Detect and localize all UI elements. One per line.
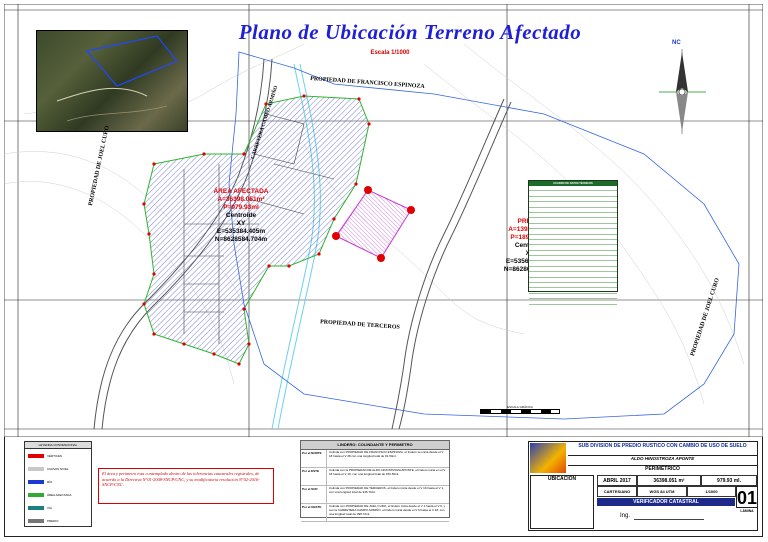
legend-swatch — [28, 518, 44, 523]
tb-verifier: VERIFICADOR CATASTRAL — [597, 498, 735, 506]
lindero-row: Por el OESTE Colinda con PROPIEDAD DE JO… — [301, 504, 449, 522]
area-value: A=36398.051m² — [217, 196, 265, 203]
lindero-title: LINDERO: COLINDANTE Y PERIMETRO — [301, 441, 449, 450]
lindero-desc: Colinda con PROPIEDAD DE FRANCISCO ESPIN… — [329, 450, 444, 458]
lindero-row: Por el ESTE Colinda con la PROPIEDAD DE … — [301, 468, 449, 486]
tb-area: 36398.051 m² — [637, 475, 701, 486]
satellite-overlay — [56, 35, 178, 122]
graphic-scale-label: ESCALA GRÁFICA — [507, 405, 533, 409]
north-label: NC — [672, 40, 681, 46]
legend-rows: VÉRTICES CURVAS NIVEL RÍO ÁREA AFECTADA VÍA P… — [25, 449, 91, 527]
area-vertex-markers — [142, 94, 371, 366]
title-block-owner: ALDO HINOSTROZA APONTE — [630, 456, 695, 461]
signature-line — [634, 519, 704, 520]
lindero-side: Por el ESTE — [301, 468, 327, 485]
tb-scale: 1/1000 — [687, 486, 736, 497]
coord-tick: · — [40, 2, 41, 6]
tolerance-note: El área y perímetro esta contemplado den… — [98, 468, 274, 504]
map-canvas — [4, 4, 763, 437]
graphic-scale-bar — [480, 409, 560, 414]
area-xy: XY — [236, 220, 246, 227]
legend-label: RÍO — [47, 479, 53, 484]
tb-system: CARTESIANO — [597, 486, 637, 497]
coordinates-table: CUADRO DE DATOS TÉCNICOS — [528, 180, 618, 305]
tb-datum: WGS 84 UTM — [637, 486, 687, 497]
legend-swatch — [28, 466, 44, 471]
map-title: Plano de Ubicación Terreno Afectado — [238, 20, 582, 44]
legend-item: RÍO — [25, 475, 91, 488]
road-right — [391, 98, 505, 430]
legend-label: ÁREA AFECTADA — [47, 492, 72, 497]
legend-swatch — [28, 479, 44, 484]
area-annotation: ÁREA AFECTADA A=36398.051m² P=979.93ml C… — [206, 188, 276, 244]
legend-item: VÉRTICES — [25, 449, 91, 462]
lindero-table: LINDERO: COLINDANTE Y PERIMETRO Por el N… — [300, 440, 450, 522]
lindero-row: Por el NORTE Colinda con PROPIEDAD DE FR… — [301, 450, 449, 468]
legend-label: VÍA — [47, 505, 52, 510]
tb-perimeter: 979.93 ml. — [701, 475, 757, 486]
legend-swatch — [28, 453, 44, 458]
legend-title: LEYENDA CONVENCIONAL — [25, 442, 91, 449]
ubicacion-title: UBICACIÓN — [547, 476, 577, 482]
engineer-label: Ing. — [620, 513, 631, 519]
ubicacion-box: UBICACIÓN — [530, 475, 594, 529]
title-block-plan-type: PERIMÉTRICO — [568, 465, 757, 474]
satellite-inset-image — [36, 30, 188, 132]
legend-label: CURVAS NIVEL — [47, 466, 69, 471]
parcel-vertex-markers — [332, 186, 415, 262]
legend-swatch — [28, 505, 44, 510]
legend-swatch — [28, 492, 44, 497]
lindero-desc: Colinda con PROPIEDAD DE TERCEROS, el li… — [329, 486, 444, 494]
north-arrow-icon — [659, 49, 706, 134]
area-title: ÁREA AFECTADA — [213, 188, 269, 195]
area-n: N=8628584.704m — [214, 236, 268, 243]
title-block-header: SUB DIVISION DE PREDIO RUSTICO CON CAMBI… — [568, 443, 757, 456]
legend-item: ÁREA AFECTADA — [25, 488, 91, 501]
legend-label: PREDIO — [47, 518, 59, 523]
area-centroid: Centroide — [225, 212, 257, 219]
lamina-label: LÁMINA — [740, 509, 754, 513]
lindero-row: Por el SUR Colinda con PROPIEDAD DE TERC… — [301, 486, 449, 504]
legend-box: LEYENDA CONVENCIONAL VÉRTICES CURVAS NIVE… — [24, 441, 92, 527]
map-scale: Escala 1/1000 — [370, 50, 410, 56]
legend-item: VÍA — [25, 501, 91, 514]
graphic-scale: ESCALA GRÁFICA — [480, 405, 560, 414]
lindero-desc: Colinda con la PROPIEDAD DE ALDO HINOSTR… — [329, 468, 446, 476]
coordinate-grid — [4, 4, 763, 437]
legend-item: CURVAS NIVEL — [25, 462, 91, 475]
legend-item: PREDIO — [25, 514, 91, 527]
lindero-side: Por el SUR — [301, 486, 327, 503]
lindero-desc: Colinda con PROPIEDAD DE JOEL CURO, el l… — [329, 504, 446, 516]
area-e: E=535384.405m — [216, 228, 266, 235]
lindero-side: Por el NORTE — [301, 450, 327, 467]
internal-lots — [183, 113, 335, 344]
institution-logo — [530, 443, 566, 473]
coordinates-table-title: CUADRO DE DATOS TÉCNICOS — [529, 181, 617, 186]
area-perimeter: P=979.93ml — [223, 204, 259, 211]
lindero-side: Por el OESTE — [301, 504, 327, 521]
legend-label: VÉRTICES — [47, 453, 62, 458]
tb-date: ABRIL 2017 — [597, 475, 637, 486]
sheet-number: 01 — [736, 486, 758, 508]
